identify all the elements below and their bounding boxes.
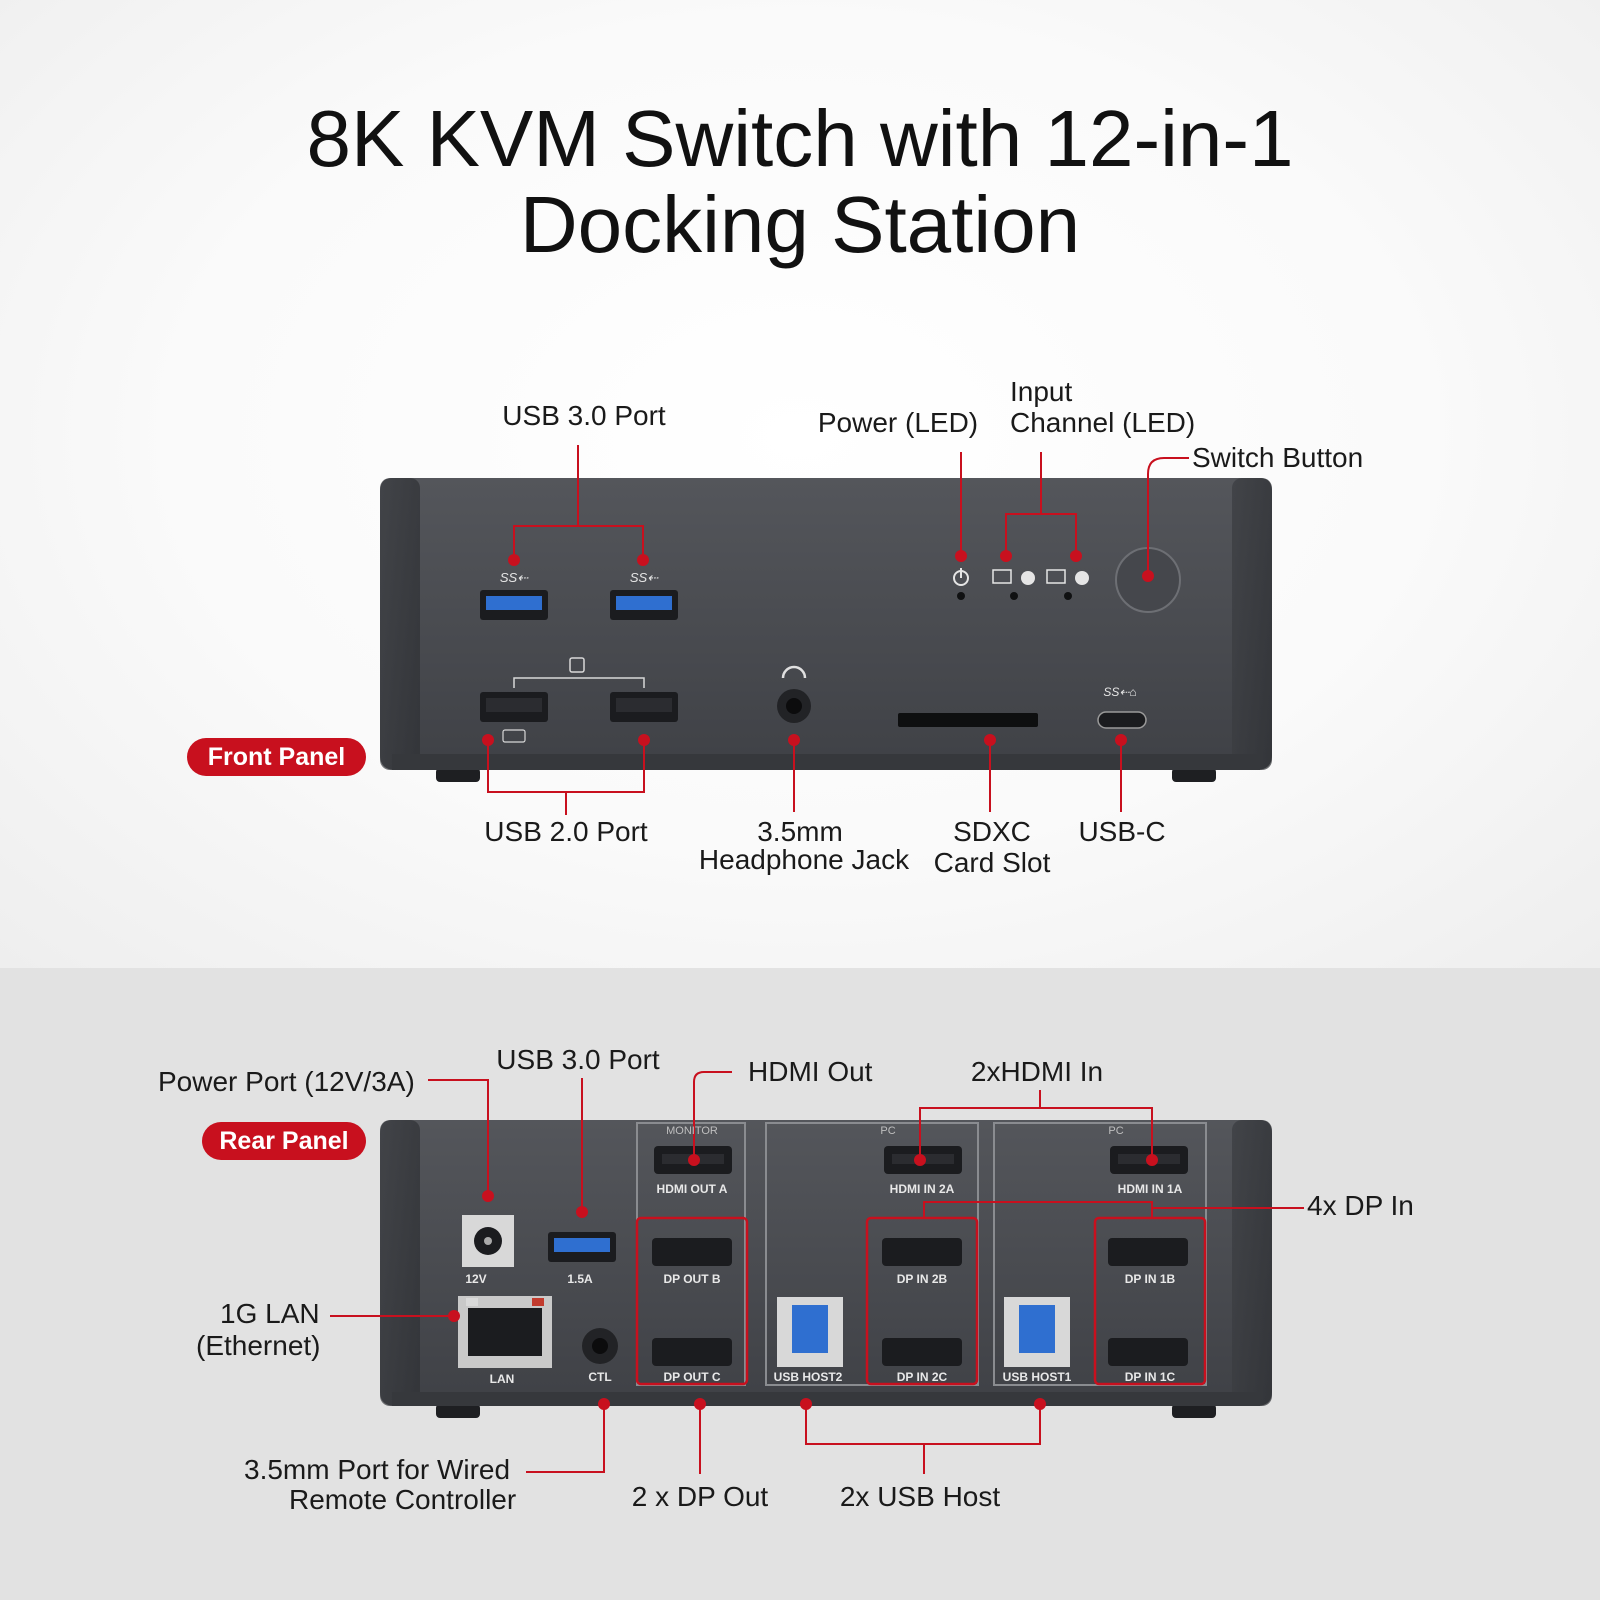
front-usb20-port-1 xyxy=(480,692,548,722)
hdmi-out-label: HDMI Out xyxy=(748,1056,873,1087)
dp-out-b-label: DP OUT B xyxy=(663,1272,721,1286)
power-port-label: Power Port (12V/3A) xyxy=(158,1066,415,1097)
lan-label-1: 1G LAN xyxy=(220,1298,320,1329)
front-panel-badge: Front Panel xyxy=(187,738,366,776)
rear-panel-badge: Rear Panel xyxy=(202,1122,366,1160)
keyboard-icon xyxy=(502,729,526,743)
usb-ss-icon: SS⇠ xyxy=(630,570,659,585)
usb-c-label: USB-C xyxy=(1078,816,1166,847)
usb-host2-label: USB HOST2 xyxy=(773,1370,843,1384)
hdmi-in-1a-label: HDMI IN 1A xyxy=(1117,1182,1183,1196)
dp-out-label: 2 x DP Out xyxy=(631,1481,769,1512)
hdmi-in-label: 2xHDMI In xyxy=(970,1056,1104,1087)
sdxc-label-2: Card Slot xyxy=(933,847,1051,878)
dp-in-1b-label: DP IN 1B xyxy=(1124,1272,1176,1286)
sdxc-slot xyxy=(898,713,1038,727)
front-usb30-port-1 xyxy=(480,590,548,620)
usb-host1-label: USB HOST1 xyxy=(1002,1370,1072,1384)
usb-c-port xyxy=(1097,711,1147,729)
ctl-port-label: CTL xyxy=(588,1370,612,1384)
sdxc-label-1: SDXC xyxy=(953,816,1031,847)
pc2-group-label: PC xyxy=(880,1125,896,1137)
front-usb20-port-2 xyxy=(610,692,678,722)
lan-port-label: LAN xyxy=(489,1372,515,1386)
ctl-label-1: 3.5mm Port for Wired xyxy=(244,1454,511,1485)
input-channel-label-1: Input xyxy=(1010,376,1073,407)
monitor-2-icon xyxy=(1046,569,1066,584)
input-channel-label-2: Channel (LED) xyxy=(1010,407,1196,438)
headphone-label-2: Headphone Jack xyxy=(698,844,910,875)
dp-in-label: 4x DP In xyxy=(1307,1190,1414,1221)
1-5a-label: 1.5A xyxy=(567,1272,593,1286)
page-title-line-2: Docking Station xyxy=(519,180,1081,269)
rear-usb30-label: USB 3.0 Port xyxy=(496,1044,660,1075)
monitor-group-label: MONITOR xyxy=(666,1125,718,1137)
headphone-label-1: 3.5mm xyxy=(757,816,843,847)
front-usb30-port-2 xyxy=(610,590,678,620)
monitor-1-icon xyxy=(992,569,1012,584)
usb-ss-icon: SS⇠ xyxy=(500,570,529,585)
power-led-label: Power (LED) xyxy=(817,407,979,438)
lan-label-2: (Ethernet) xyxy=(196,1330,321,1361)
dp-in-1c-label: DP IN 1C xyxy=(1124,1370,1176,1384)
dp-in-2c-label: DP IN 2C xyxy=(896,1370,948,1384)
dp-in-2b-label: DP IN 2B xyxy=(896,1272,948,1286)
headphone-icon xyxy=(781,665,807,679)
switch-button-label: Switch Button xyxy=(1192,442,1364,473)
usb-ss-charge-icon: SS⇠⌂ xyxy=(1103,685,1136,699)
front-usb30-label: USB 3.0 Port xyxy=(502,400,666,431)
12v-label: 12V xyxy=(465,1272,487,1286)
dp-out-c-label: DP OUT C xyxy=(663,1370,721,1384)
wireless-icon xyxy=(569,657,585,673)
hdmi-in-2a-label: HDMI IN 2A xyxy=(889,1182,955,1196)
usb-host-label: 2x USB Host xyxy=(839,1481,1001,1512)
ctl-label-2: Remote Controller xyxy=(289,1484,517,1515)
front-usb20-label: USB 2.0 Port xyxy=(484,816,648,847)
page-title-line-1: 8K KVM Switch with 12-in-1 xyxy=(306,94,1294,183)
hdmi-out-a-label: HDMI OUT A xyxy=(656,1182,728,1196)
pc1-group-label: PC xyxy=(1108,1125,1124,1137)
